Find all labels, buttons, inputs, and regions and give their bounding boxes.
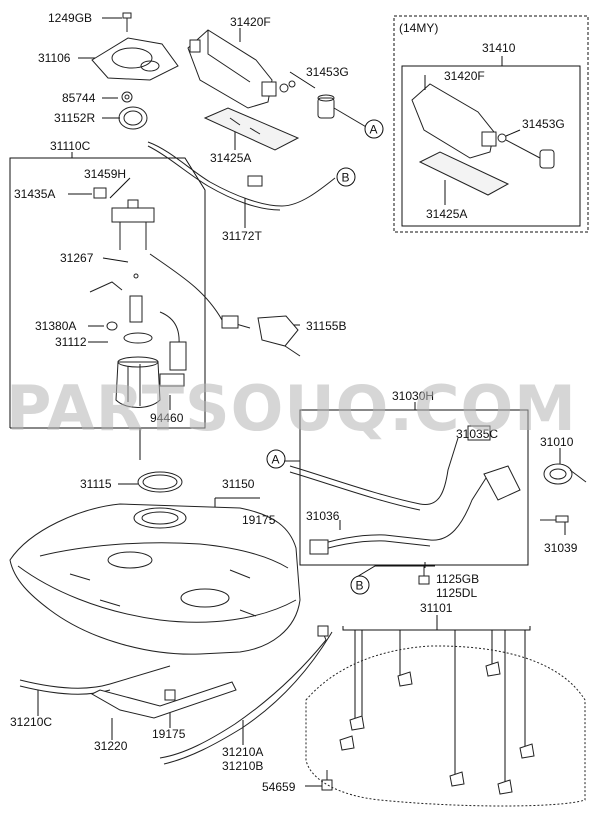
label-31220: 31220	[94, 739, 128, 753]
label-31210b: 31210B	[222, 759, 263, 773]
nut-19175-part	[164, 689, 176, 701]
sender-hose-part	[149, 253, 301, 357]
label-31459h: 31459H	[84, 167, 126, 181]
label-31172t: 31172T	[222, 229, 262, 243]
label-31101: 31101	[420, 601, 453, 615]
valve-part	[317, 94, 369, 129]
label-31420f: 31420F	[230, 15, 271, 29]
label-31425a-b: 31425A	[426, 207, 467, 221]
filler-assembly-box: A B	[266, 409, 529, 595]
nut-54659-part	[321, 770, 333, 791]
label-31453g: 31453G	[306, 65, 349, 79]
label-54659: 54659	[262, 780, 296, 794]
label-31435a: 31435A	[14, 187, 55, 201]
strainer-part	[115, 356, 161, 408]
heat-shield-part	[305, 645, 586, 807]
label-31039: 31039	[544, 541, 578, 555]
bolt-1125gb-part	[418, 566, 430, 585]
label-31155b: 31155B	[306, 319, 346, 333]
callout-a: A	[364, 119, 384, 139]
watermark-text: PARTSOUQ.COM	[6, 372, 577, 445]
label-1125gb: 1125GB	[436, 572, 479, 586]
callout-a-label: A	[370, 123, 378, 137]
label-19175-a: 19175	[242, 513, 276, 527]
label-31030h: 31030H	[392, 389, 434, 403]
label-31380a: 31380A	[35, 319, 76, 333]
label-31036: 31036	[306, 509, 340, 523]
leader-lines	[9, 17, 566, 787]
label-31150: 31150	[222, 477, 255, 491]
heat-protector-part	[90, 681, 237, 719]
label-31106: 31106	[38, 51, 71, 65]
label-31267: 31267	[60, 251, 94, 265]
pump-module-part	[89, 187, 187, 387]
label-31453g-b: 31453G	[522, 117, 565, 131]
retainer-ring-part	[118, 106, 148, 130]
callout-b: B	[336, 167, 356, 187]
part-labels: 1249GB 31106 85744 31152R 31110C 31459H …	[10, 11, 578, 794]
screw-1249gb-part	[122, 12, 132, 32]
vapor-hose-part	[147, 141, 336, 211]
label-31110c: 31110C	[50, 139, 91, 153]
label-31420f-b: 31420F	[444, 69, 485, 83]
label-31115: 31115	[80, 477, 112, 491]
label-31210a: 31210A	[222, 745, 263, 759]
fuel-tank-part	[9, 503, 301, 655]
label-31210c: 31210C	[10, 715, 52, 729]
label-31410: 31410	[482, 41, 516, 55]
label-1125dl: 1125DL	[436, 586, 477, 600]
label-1249gb: 1249GB	[48, 11, 92, 25]
cover-plate-part	[91, 37, 179, 81]
label-31152r: 31152R	[54, 111, 95, 125]
fuel-cap-part	[543, 463, 587, 485]
callout-b-label: B	[342, 171, 350, 185]
label-31035c: 31035C	[456, 427, 498, 441]
label-94460: 94460	[150, 411, 184, 425]
canister-bracket-part	[203, 107, 300, 151]
gasket-ring-part	[137, 471, 183, 493]
clip-85744-part	[121, 91, 133, 103]
label-19175-b: 19175	[152, 727, 186, 741]
bolt-31039-part	[540, 515, 569, 523]
variant-14my-label: (14MY)	[399, 21, 438, 35]
filler-callout-a-label: A	[272, 453, 280, 467]
label-31112: 31112	[55, 335, 87, 349]
canister-part	[187, 29, 296, 109]
label-31010: 31010	[540, 435, 574, 449]
label-31425a: 31425A	[210, 151, 251, 165]
label-85744: 85744	[62, 91, 96, 105]
filler-callout-b-label: B	[356, 579, 364, 593]
variant-14my-box: (14MY)	[393, 15, 589, 233]
